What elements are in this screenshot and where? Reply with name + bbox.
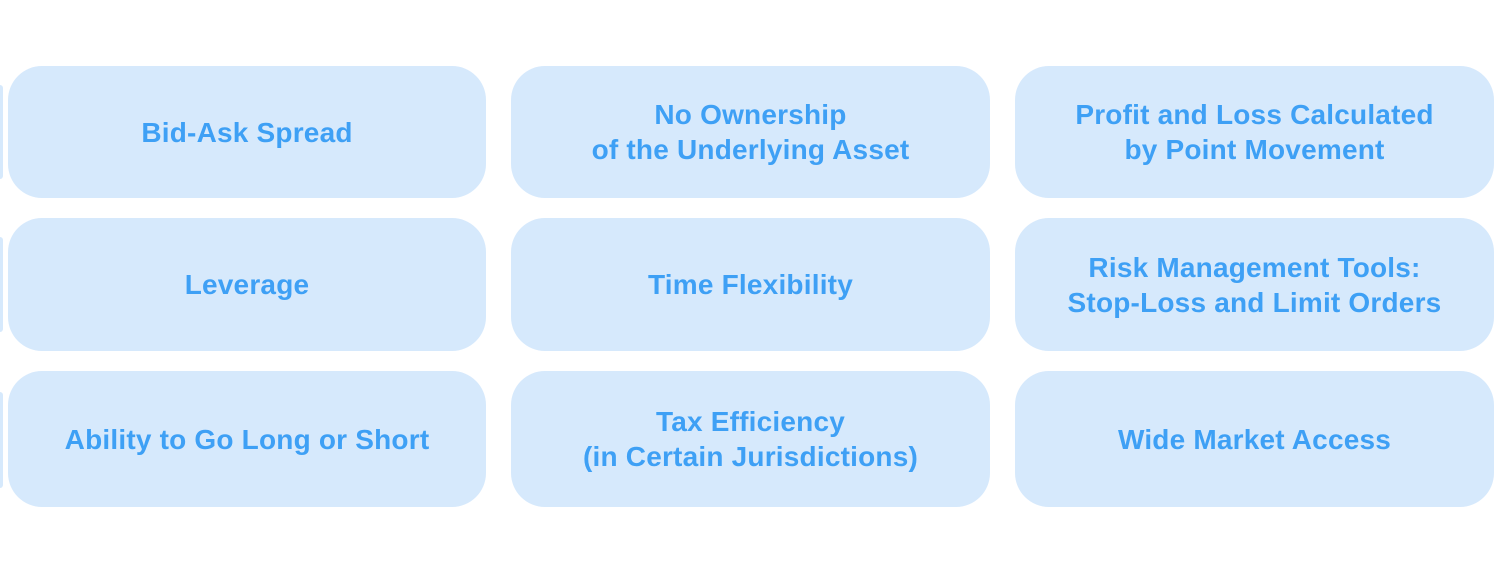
card-label: Profit and Loss Calculated by Point Move… <box>1075 99 1434 165</box>
cutoff-card-edge-row1 <box>0 85 3 179</box>
card-label: Time Flexibility <box>648 269 853 300</box>
cutoff-card-edge-row2 <box>0 237 3 332</box>
card-label: Bid-Ask Spread <box>141 116 353 148</box>
card-risk-management-tools: Risk Management Tools: Stop-Loss and Lim… <box>1015 218 1494 351</box>
card-label: Leverage <box>184 269 310 300</box>
card-wide-market-access: Wide Market Access <box>1015 371 1494 507</box>
card-ability-to-go-long-or-short: Ability to Go Long or Short <box>8 371 486 507</box>
card-label: No Ownership of the Underlying Asset <box>591 99 910 165</box>
card-bid-ask-spread: Bid-Ask Spread <box>8 66 486 198</box>
card-tax-efficiency: Tax Efficiency (in Certain Jurisdictions… <box>511 371 990 507</box>
card-label: Tax Efficiency (in Certain Jurisdictions… <box>582 406 919 472</box>
card-profit-and-loss-by-point-movement: Profit and Loss Calculated by Point Move… <box>1015 66 1494 198</box>
card-time-flexibility: Time Flexibility <box>511 218 990 351</box>
features-grid: Bid-Ask Spread No Ownership of the Under… <box>8 66 1494 507</box>
card-label: Risk Management Tools: Stop-Loss and Lim… <box>1067 251 1442 318</box>
cutoff-card-edge-row3 <box>0 392 3 488</box>
card-leverage: Leverage <box>8 218 486 351</box>
card-label: Wide Market Access <box>1117 423 1392 455</box>
card-no-ownership-of-underlying-asset: No Ownership of the Underlying Asset <box>511 66 990 198</box>
card-label: Ability to Go Long or Short <box>64 423 430 455</box>
